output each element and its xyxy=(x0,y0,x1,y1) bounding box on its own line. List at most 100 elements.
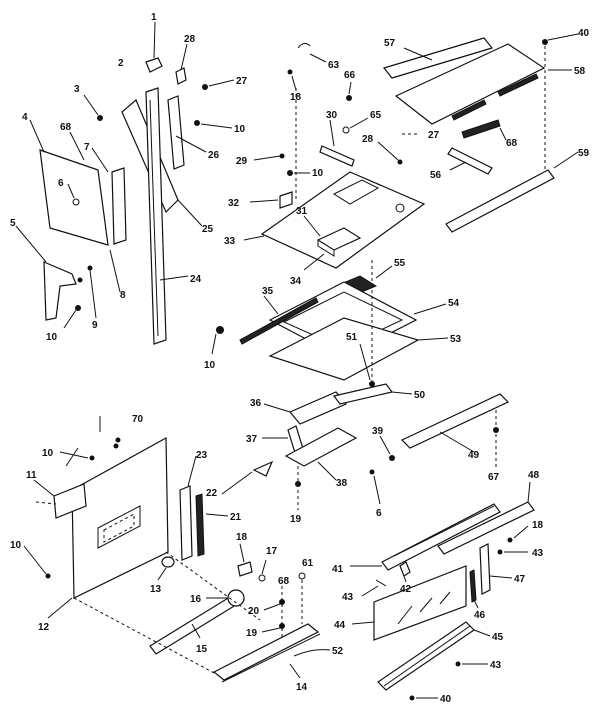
part-13-knob xyxy=(161,556,175,568)
label-37: 37 xyxy=(246,434,258,445)
part-33-base-panel xyxy=(260,171,426,269)
part-36-bracket xyxy=(289,391,347,425)
label-57: 57 xyxy=(384,38,396,49)
part-57-trim xyxy=(382,37,494,79)
label-68: 68 xyxy=(278,576,290,587)
upper-left-parts xyxy=(15,21,235,345)
label-43: 43 xyxy=(342,592,354,603)
label-51: 51 xyxy=(346,332,358,343)
part-14-channel xyxy=(212,623,320,681)
label-31: 31 xyxy=(296,206,308,217)
label-65: 65 xyxy=(370,110,382,121)
part-59-trim xyxy=(445,169,555,233)
label-59: 59 xyxy=(578,148,590,159)
label-22: 22 xyxy=(206,488,218,499)
part-23-rail xyxy=(179,485,193,561)
label-67: 67 xyxy=(488,472,500,483)
label-68: 68 xyxy=(60,122,72,133)
label-3: 3 xyxy=(74,84,80,95)
label-70: 70 xyxy=(132,414,144,425)
label-52: 52 xyxy=(332,646,344,657)
label-4: 4 xyxy=(22,112,28,123)
part-38-tray xyxy=(284,427,358,467)
part-21-rail xyxy=(195,493,205,557)
label-14: 14 xyxy=(296,682,308,693)
label-7: 7 xyxy=(84,142,90,153)
screw-40-top xyxy=(542,39,548,45)
label-12: 12 xyxy=(38,622,50,633)
part-58-top-panel xyxy=(394,43,546,125)
part-48-trim xyxy=(437,501,535,555)
label-10: 10 xyxy=(234,124,246,135)
label-66: 66 xyxy=(344,70,356,81)
part-26-rail xyxy=(167,95,185,170)
label-63: 63 xyxy=(328,60,340,71)
screw-3 xyxy=(97,115,103,121)
label-36: 36 xyxy=(250,398,262,409)
label-43: 43 xyxy=(532,548,544,559)
label-1: 1 xyxy=(151,12,157,23)
part-7-bracket xyxy=(111,167,127,245)
part-34-box xyxy=(316,227,362,251)
label-19: 19 xyxy=(290,514,302,525)
screw-10-top xyxy=(194,120,200,126)
label-11: 11 xyxy=(26,470,37,481)
label-2: 2 xyxy=(118,58,124,69)
label-38: 38 xyxy=(336,478,348,489)
part-12-back-panel xyxy=(71,436,169,599)
label-5: 5 xyxy=(10,218,16,229)
part-41-trim xyxy=(381,503,501,571)
upper-right-parts xyxy=(211,33,579,387)
part-24-rail xyxy=(145,87,167,345)
part-35-rod xyxy=(239,297,319,345)
label-10: 10 xyxy=(46,332,58,343)
label-48: 48 xyxy=(528,470,540,481)
label-27: 27 xyxy=(428,130,440,141)
label-44: 44 xyxy=(334,620,346,631)
label-46: 46 xyxy=(474,610,486,621)
label-27: 27 xyxy=(236,76,248,87)
part-22-wedge xyxy=(252,460,274,477)
label-56: 56 xyxy=(430,170,442,181)
label-58: 58 xyxy=(574,66,586,77)
label-35: 35 xyxy=(262,286,274,297)
label-43: 43 xyxy=(490,660,502,671)
part-49-trim xyxy=(400,393,510,449)
part-1-bracket xyxy=(145,57,163,73)
lower-left-parts xyxy=(23,416,331,683)
label-41: 41 xyxy=(332,564,344,575)
label-55: 55 xyxy=(394,258,406,269)
label-49: 49 xyxy=(468,450,480,461)
label-18: 18 xyxy=(290,92,302,103)
label-8: 8 xyxy=(120,290,126,301)
callout-labels: 1 28 27 2 3 10 68 7 4 6 26 25 5 8 24 9 1… xyxy=(10,12,590,705)
label-15: 15 xyxy=(196,644,208,655)
label-10: 10 xyxy=(10,540,22,551)
part-5-foot xyxy=(43,261,77,321)
part-56-strip xyxy=(447,147,493,175)
label-13: 13 xyxy=(150,584,162,595)
label-47: 47 xyxy=(514,574,526,585)
part-68-strip xyxy=(461,119,501,139)
part-28-clip xyxy=(175,67,187,85)
part-30-strip xyxy=(319,145,355,167)
part-47-strip xyxy=(479,543,491,595)
label-10: 10 xyxy=(204,360,216,371)
label-29: 29 xyxy=(236,156,248,167)
label-16: 16 xyxy=(190,594,202,605)
label-45: 45 xyxy=(492,632,504,643)
label-68: 68 xyxy=(506,138,518,149)
label-20: 20 xyxy=(248,606,260,617)
part-44-glass xyxy=(373,565,467,641)
label-54: 54 xyxy=(448,298,460,309)
label-25: 25 xyxy=(202,224,214,235)
part-50-bracket xyxy=(332,383,394,405)
label-10: 10 xyxy=(42,448,54,459)
middle-parts xyxy=(262,383,510,510)
label-39: 39 xyxy=(372,426,384,437)
label-32: 32 xyxy=(228,198,240,209)
label-28: 28 xyxy=(184,34,196,45)
label-10: 10 xyxy=(312,168,324,179)
label-21: 21 xyxy=(230,512,242,523)
label-18: 18 xyxy=(532,520,544,531)
